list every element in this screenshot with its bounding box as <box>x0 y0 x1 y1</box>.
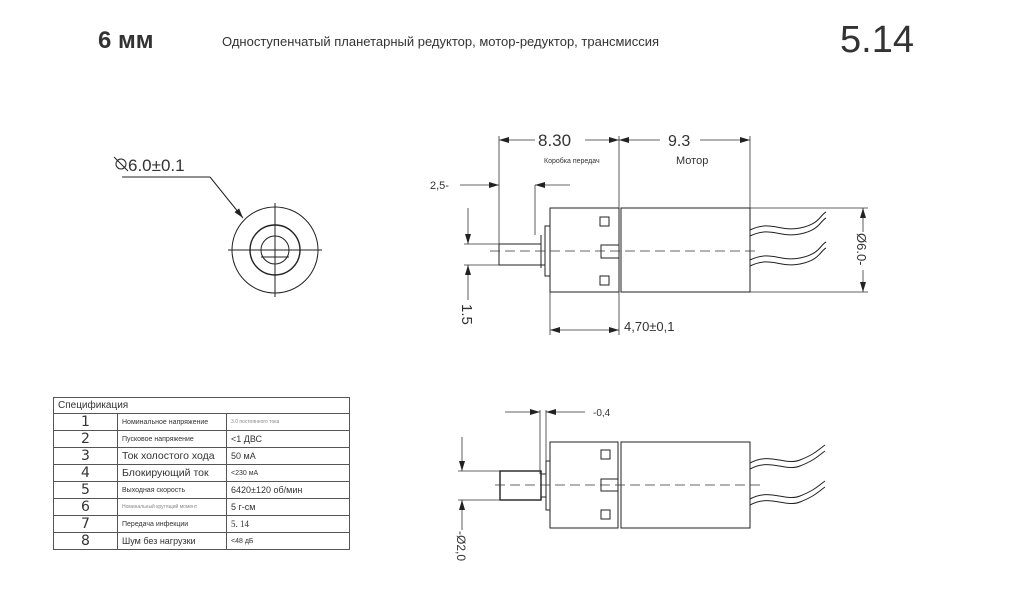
param-value: 5 г-см <box>226 498 350 516</box>
param-name: Ток холостого хода <box>117 447 227 465</box>
row-number: 7 <box>53 515 118 533</box>
param-value: 3.0 постоянного тока <box>226 413 350 431</box>
side-view: 8.30 Коробка передач 9.3 Мотор 2,5- 1.5 … <box>430 131 869 335</box>
row-number: 5 <box>53 481 118 499</box>
front-diameter-label: 6.0±0.1 <box>128 156 185 175</box>
param-value: <1 ДВС <box>226 430 350 448</box>
row-number: 4 <box>53 464 118 482</box>
body-diameter-label: Ø6.0- <box>854 233 869 266</box>
front-view: 6.0±0.1 <box>113 156 322 297</box>
gearbox-length-label: 8.30 <box>538 131 571 150</box>
shaft-length-label: 2,5- <box>430 180 449 192</box>
motor-label: Мотор <box>676 155 708 167</box>
row-number: 1 <box>53 413 118 431</box>
gear-ratio-title: 5.14 <box>840 19 914 61</box>
bottom-view: -0,4 -Ø2,0 <box>454 408 826 561</box>
diameter-icon <box>113 156 129 172</box>
shaft-height-label: 1.5 <box>458 304 475 325</box>
flange-thickness-label: -0,4 <box>593 408 611 419</box>
row-number: 2 <box>53 430 118 448</box>
param-value: 5. 14 <box>226 515 350 533</box>
param-value: 6420±120 об/мин <box>226 481 350 499</box>
motor-length-label: 9.3 <box>668 133 690 150</box>
row-number: 6 <box>53 498 118 516</box>
param-name: Номинальный крутящий момент <box>117 498 227 516</box>
param-value: 50 мА <box>226 447 350 465</box>
gearbox-label: Коробка передач <box>544 157 600 165</box>
gearbox-body-length-label: 4,70±0,1 <box>624 319 675 334</box>
param-name: Выходная скорость <box>117 481 227 499</box>
motor-size-title: 6 мм <box>98 27 154 54</box>
param-name: Передача инфекции <box>117 515 227 533</box>
param-name: Шум без нагрузки <box>117 532 227 550</box>
row-number: 8 <box>53 532 118 550</box>
param-value: <48 дБ <box>226 532 350 550</box>
param-value: <230 мА <box>226 464 350 482</box>
row-number: 3 <box>53 447 118 465</box>
product-subtitle: Одноступенчатый планетарный редуктор, мо… <box>222 34 659 49</box>
param-name: Пусковое напряжение <box>117 430 227 448</box>
param-name: Блокирующий ток <box>117 464 227 482</box>
shaft-diameter-label: -Ø2,0 <box>454 531 468 561</box>
param-name: Номинальное напряжение <box>117 413 227 431</box>
spec-table-title: Спецификация <box>53 397 350 414</box>
